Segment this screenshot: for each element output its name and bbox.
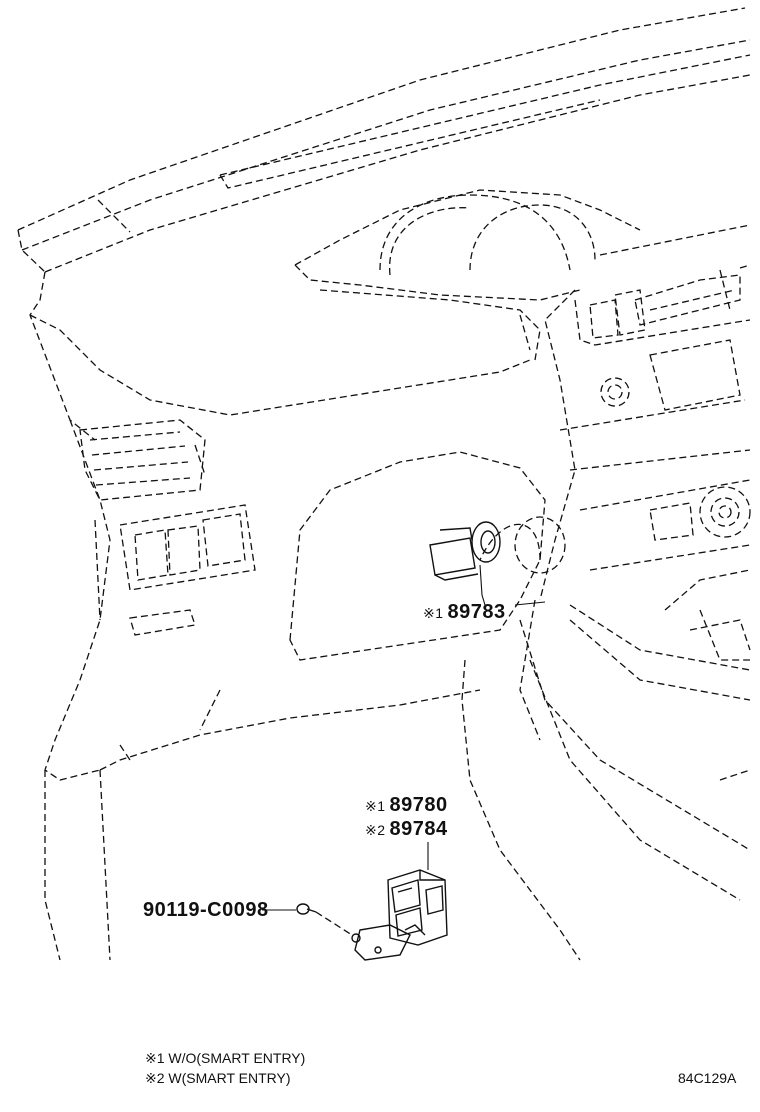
part-89783-number: 89783 (447, 601, 506, 623)
footnote-2: ※2 W(SMART ENTRY) (145, 1070, 291, 1086)
ecu-module-icon (351, 869, 448, 961)
ignition-switch-icon (429, 516, 566, 581)
meter-hood (294, 189, 641, 361)
part-89780-number: 89780 (389, 794, 448, 816)
center-console (519, 224, 751, 901)
part-90119-number: 90119-C0098 (143, 899, 269, 921)
column-cover (289, 289, 581, 961)
part-89783-mark: ※1 (423, 604, 444, 621)
leader-89783 (479, 564, 486, 606)
drawing-code: 84C129A (678, 1070, 737, 1086)
windshield-lines (17, 7, 751, 273)
part-89780-mark: ※1 (365, 797, 386, 814)
part-90119-label: 90119-C0098 (143, 900, 269, 920)
bolt-icon (296, 903, 353, 936)
dash-left-outline (29, 271, 531, 961)
footnote-1: ※1 W/O(SMART ENTRY) (145, 1050, 306, 1066)
leader-89783-b (514, 601, 546, 606)
part-89784-number: 89784 (389, 818, 448, 840)
part-89784-mark: ※2 (365, 821, 386, 838)
